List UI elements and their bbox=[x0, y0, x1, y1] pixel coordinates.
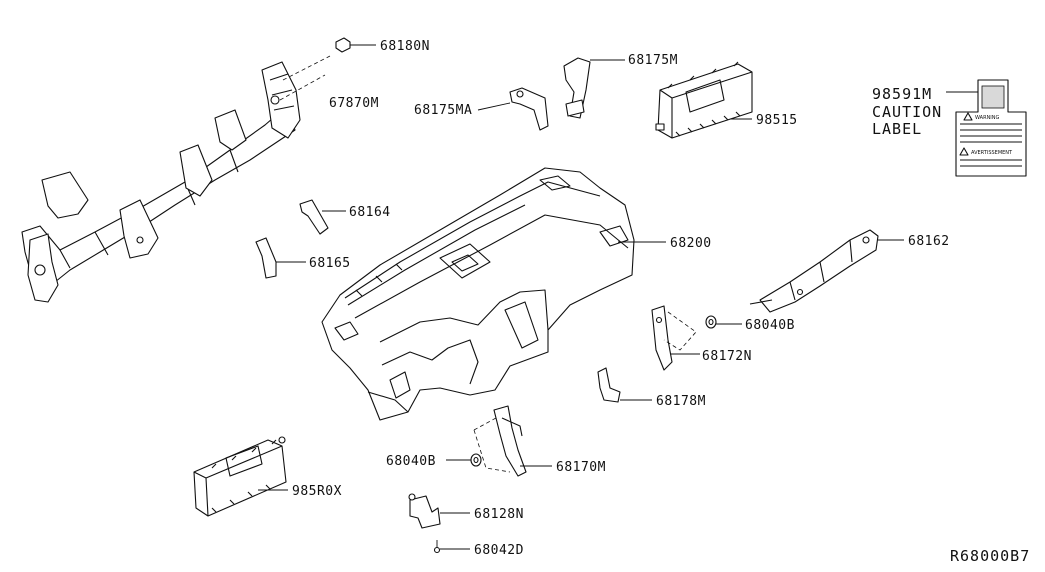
clip-68040B-right-drawing bbox=[705, 315, 742, 329]
label-98515: 98515 bbox=[756, 113, 798, 128]
caution-label-warning-text: WARNING bbox=[975, 115, 1000, 121]
bracket-68164-drawing bbox=[299, 199, 346, 235]
bracket-68178M-drawing bbox=[597, 367, 652, 403]
bracket-68165-drawing bbox=[255, 237, 306, 279]
label-caution-label: LABEL bbox=[872, 120, 922, 138]
label-68042D: 68042D bbox=[474, 543, 524, 558]
label-985R0X: 985R0X bbox=[292, 484, 342, 499]
label-98591M: 98591M bbox=[872, 85, 932, 103]
label-68175M: 68175M bbox=[628, 53, 678, 68]
label-caution: CAUTION bbox=[872, 103, 942, 121]
bracket-68170M-drawing bbox=[473, 405, 552, 477]
clip-68040B-left-drawing bbox=[446, 453, 482, 467]
label-68180N: 68180N bbox=[380, 39, 430, 54]
bracket-68175M-drawing bbox=[563, 57, 625, 119]
airbag-985R0X-drawing bbox=[193, 436, 288, 517]
label-68172N: 68172N bbox=[702, 349, 752, 364]
label-68040B-right: 68040B bbox=[745, 318, 795, 333]
label-68175MA: 68175MA bbox=[414, 103, 472, 118]
screw-68042D-drawing bbox=[433, 540, 470, 554]
bracket-68175MA-drawing bbox=[477, 87, 549, 131]
label-68178M: 68178M bbox=[656, 394, 706, 409]
airbag-98515-drawing bbox=[655, 61, 753, 139]
label-68128N: 68128N bbox=[474, 507, 524, 522]
nut-68180N-drawing bbox=[335, 37, 376, 53]
steering-member-drawing bbox=[21, 55, 331, 303]
caution-label-drawing: WARNING AVERTISSEMENT bbox=[946, 79, 1027, 177]
bracket-68128N-drawing bbox=[408, 493, 470, 529]
bracket-68162-drawing bbox=[749, 229, 904, 313]
instrument-panel-drawing bbox=[321, 167, 666, 421]
label-68164: 68164 bbox=[349, 205, 391, 220]
bracket-68172N-drawing bbox=[651, 305, 700, 371]
label-68170M: 68170M bbox=[556, 460, 606, 475]
caution-label-avertissement-text: AVERTISSEMENT bbox=[971, 150, 1013, 156]
label-68040B-left: 68040B bbox=[386, 454, 436, 469]
label-67870M: 67870M bbox=[329, 96, 379, 111]
label-68162: 68162 bbox=[908, 234, 950, 249]
label-68200: 68200 bbox=[670, 236, 712, 251]
diagram-id: R68000B7 bbox=[950, 547, 1030, 565]
label-68165: 68165 bbox=[309, 256, 351, 271]
